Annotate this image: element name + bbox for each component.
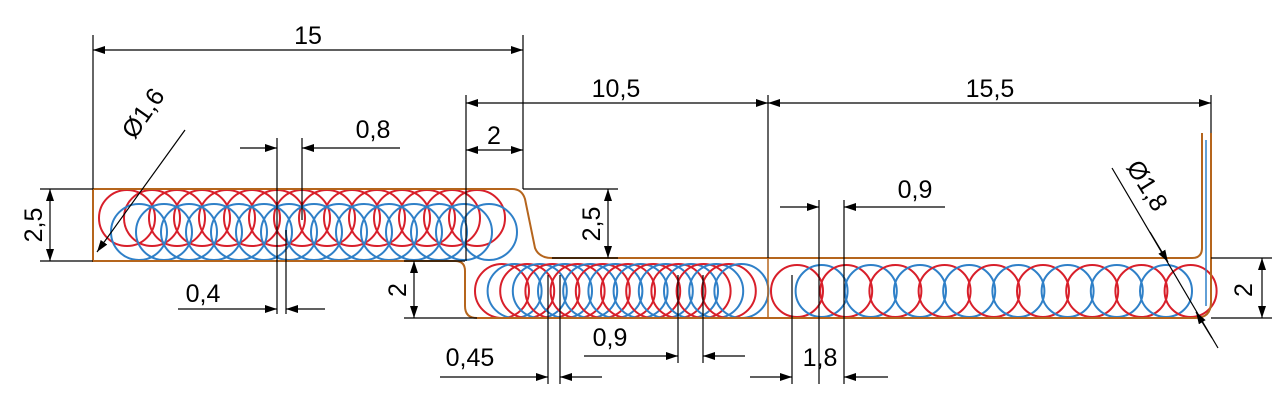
coil-turn-blue: [310, 203, 368, 261]
coil-turn-blue: [435, 203, 493, 261]
dim-arrow-dia-right-a: [1149, 231, 1169, 263]
dim-label-channel-left: 2: [384, 283, 412, 297]
coil-turn-red: [123, 189, 181, 247]
coil-turn-red: [1114, 264, 1169, 318]
coil-turn-blue: [335, 203, 393, 261]
outline-bottom: [92, 133, 1212, 319]
dim-leader-dia-left: [96, 129, 186, 253]
coil-turn-blue: [460, 203, 518, 261]
coil-turn-red: [1163, 264, 1218, 318]
coil-turn-blue: [360, 203, 418, 261]
dim-label-left-pitch: 0,8: [356, 116, 391, 144]
dim-label-step-height: 2,5: [578, 207, 606, 242]
coil-turn-blue: [185, 203, 243, 261]
dim-label-diameter-right: Ø1,8: [1121, 155, 1173, 216]
coil-turn-red: [966, 264, 1021, 318]
coil-turn-red: [173, 189, 231, 247]
coil-turn-blue: [942, 264, 997, 318]
coil-turn-red: [373, 189, 431, 247]
coil-turn-red: [198, 189, 256, 247]
coil-turn-blue: [160, 203, 218, 261]
coil-circles: [98, 189, 1218, 319]
coil-turn-red: [423, 189, 481, 247]
coil-turn-red: [700, 263, 757, 319]
coil-turn-red: [223, 189, 281, 247]
outline-top: [93, 133, 1203, 259]
coil-turn-red: [398, 189, 456, 247]
dim-label-right-half-pitch: 0,9: [898, 176, 933, 204]
coil-turn-red: [348, 189, 406, 247]
dim-label-middle-pitch: 0,9: [593, 324, 628, 352]
coil-turn-blue: [285, 203, 343, 261]
dim-label-step-offset: 2: [487, 122, 501, 150]
dim-label-channel-right: 2: [1230, 283, 1258, 297]
coil-turn-red: [819, 264, 874, 318]
coil-turn-blue: [135, 203, 193, 261]
coil-turn-blue: [688, 263, 745, 319]
coil-turn-blue: [1089, 264, 1144, 318]
coil-turn-blue: [1040, 264, 1095, 318]
coil-turn-blue: [385, 203, 443, 261]
coil-turn-blue: [713, 263, 770, 319]
coil-turn-blue: [794, 264, 849, 318]
dim-label-middle-half-pitch: 0,45: [446, 344, 495, 372]
coil-turn-red: [917, 264, 972, 318]
dim-label-left-half-pitch: 0,4: [186, 280, 221, 308]
coil-turn-blue: [991, 264, 1046, 318]
coil-turn-red: [298, 189, 356, 247]
dim-label-10-5: 10,5: [592, 75, 641, 103]
coil-turn-blue: [893, 264, 947, 318]
coil-turn-blue: [260, 203, 318, 261]
dim-label-left-height: 2,5: [20, 208, 48, 243]
coil-turn-blue: [235, 203, 293, 261]
dim-arrow-dia-right-b: [1195, 311, 1213, 339]
coil-turn-blue: [210, 203, 268, 261]
dimension-lines: [40, 35, 1272, 384]
coil-turn-red: [1016, 264, 1070, 318]
dim-label-right-pitch: 1,8: [803, 344, 838, 372]
dim-label-diameter-left: Ø1,6: [116, 83, 170, 143]
coil-turn-blue: [843, 264, 898, 318]
part-outline: [92, 133, 1212, 319]
coil-turn-red: [770, 264, 824, 318]
coil-turn-red: [868, 264, 923, 318]
coil-turn-blue: [410, 203, 468, 261]
coil-turn-red: [1065, 264, 1120, 318]
dim-label-15-5: 15,5: [966, 75, 1015, 103]
coil-turn-blue: [110, 203, 168, 261]
dim-label-15: 15: [294, 22, 322, 50]
coil-turn-red: [323, 189, 381, 247]
dimension-labels: 15 10,5 15,5 2 Ø1,6 Ø1,8 0,8 0,4 2,5 2,5…: [20, 22, 1258, 372]
coil-turn-red: [148, 189, 206, 247]
coil-turn-red: [448, 189, 506, 247]
